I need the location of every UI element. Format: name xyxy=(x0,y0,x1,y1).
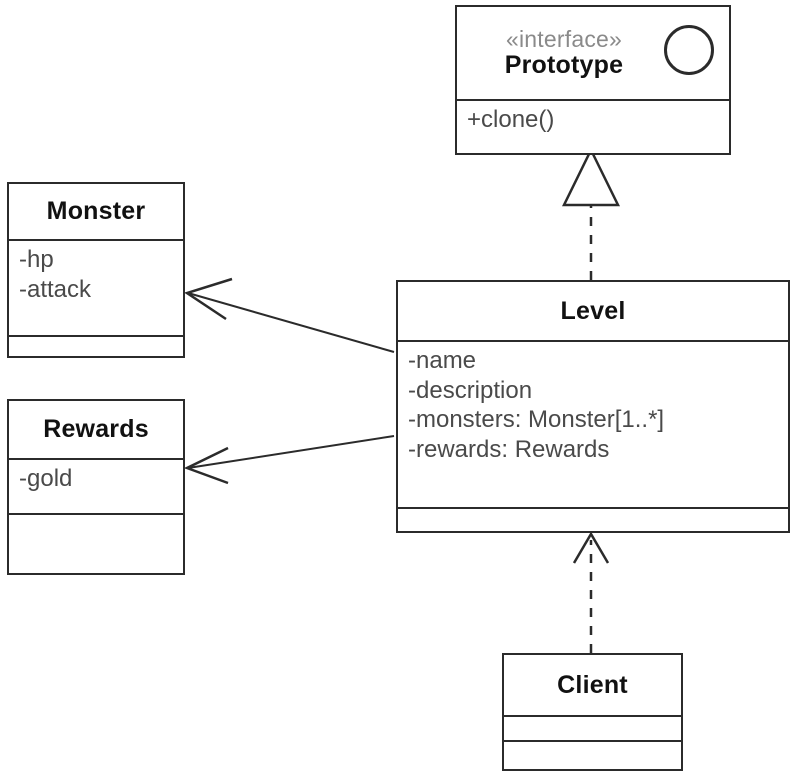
attribute-description: -description xyxy=(408,376,533,404)
class-box-level[interactable]: Level -name -description -monsters: Mons… xyxy=(396,280,790,533)
operations-compartment-prototype: +clone() xyxy=(457,99,729,153)
attributes-compartment-monster: -hp -attack xyxy=(9,239,183,335)
class-title-level: Level xyxy=(398,282,788,340)
edge-client-depends-on-level xyxy=(572,531,610,653)
interface-circle-icon xyxy=(664,25,714,75)
edge-level-uses-rewards xyxy=(183,435,395,485)
attributes-compartment-level: -name -description -monsters: Monster[1.… xyxy=(398,340,788,507)
attribute-monsters: -monsters: Monster[1..*] xyxy=(408,406,665,434)
class-title-rewards: Rewards xyxy=(9,401,183,458)
attributes-compartment-client xyxy=(504,715,681,740)
class-box-rewards[interactable]: Rewards -gold xyxy=(7,399,185,575)
class-title-monster: Monster xyxy=(9,184,183,239)
class-box-client[interactable]: Client xyxy=(502,653,683,771)
attribute-gold: -gold xyxy=(19,465,73,492)
class-box-prototype[interactable]: «interface» Prototype +clone() xyxy=(455,5,731,155)
attribute-hp: -hp xyxy=(19,246,54,273)
class-name-label: Monster xyxy=(46,197,146,226)
class-title-prototype: «interface» Prototype xyxy=(457,7,729,99)
operations-compartment-level xyxy=(398,507,788,531)
operations-compartment-client xyxy=(504,740,681,767)
edge-level-uses-monster xyxy=(184,277,395,353)
class-name-label: Client xyxy=(557,670,628,699)
attribute-rewards: -rewards: Rewards xyxy=(408,435,610,463)
edge-level-realizes-prototype xyxy=(561,147,621,280)
attributes-compartment-rewards: -gold xyxy=(9,458,183,513)
class-name-label: Prototype xyxy=(504,50,624,79)
class-box-monster[interactable]: Monster -hp -attack xyxy=(7,182,185,358)
operation-clone: +clone() xyxy=(467,106,555,133)
attribute-name: -name xyxy=(408,347,477,374)
attribute-attack: -attack xyxy=(19,275,92,303)
operations-compartment-rewards xyxy=(9,513,183,573)
class-name-label: Level xyxy=(560,296,626,325)
class-name-label: Rewards xyxy=(43,415,149,444)
operations-compartment-monster xyxy=(9,335,183,356)
stereotype-label: «interface» xyxy=(506,25,622,52)
class-title-client: Client xyxy=(504,655,681,715)
